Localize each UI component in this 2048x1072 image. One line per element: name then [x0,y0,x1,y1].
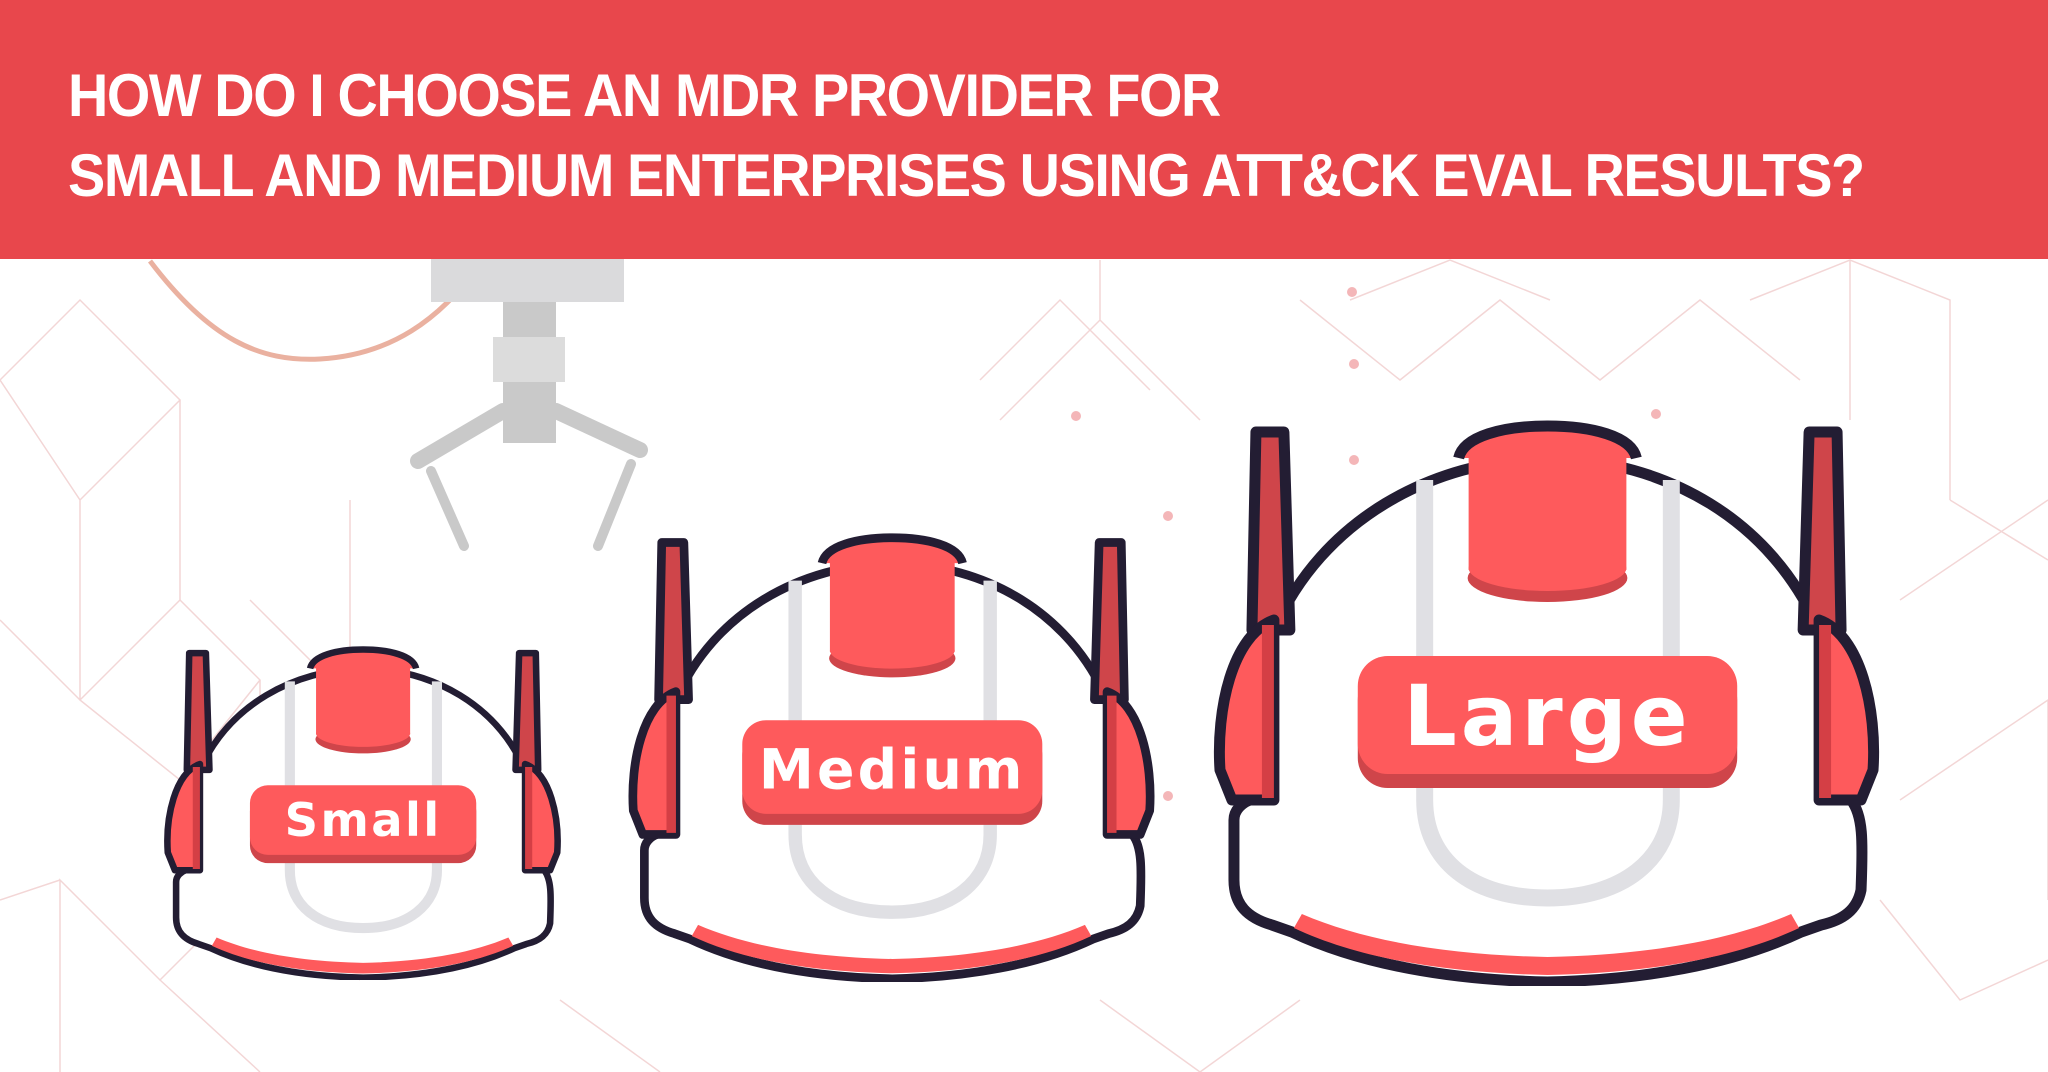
robot-claw [148,259,648,551]
title-banner: HOW DO I CHOOSE AN MDR PROVIDER FOR SMALL… [0,0,2048,259]
title-line-1: HOW DO I CHOOSE AN MDR PROVIDER FOR [68,62,1221,129]
helmet-label-large: Large [1403,667,1691,765]
helmet-label-small: Small [285,793,442,847]
decorative-dots [1071,287,1661,801]
page-title: HOW DO I CHOOSE AN MDR PROVIDER FOR SMALL… [68,56,1865,216]
hex-grid-pattern [0,259,2048,1072]
helmet-large: Large [1212,420,1881,986]
title-line-2: SMALL AND MEDIUM ENTERPRISES USING ATT&C… [68,142,1865,209]
helmet-medium: Medium [627,533,1156,982]
claw-cable [148,259,483,362]
helmet-label-medium: Medium [759,738,1026,802]
helmet-small: Small [163,646,562,980]
